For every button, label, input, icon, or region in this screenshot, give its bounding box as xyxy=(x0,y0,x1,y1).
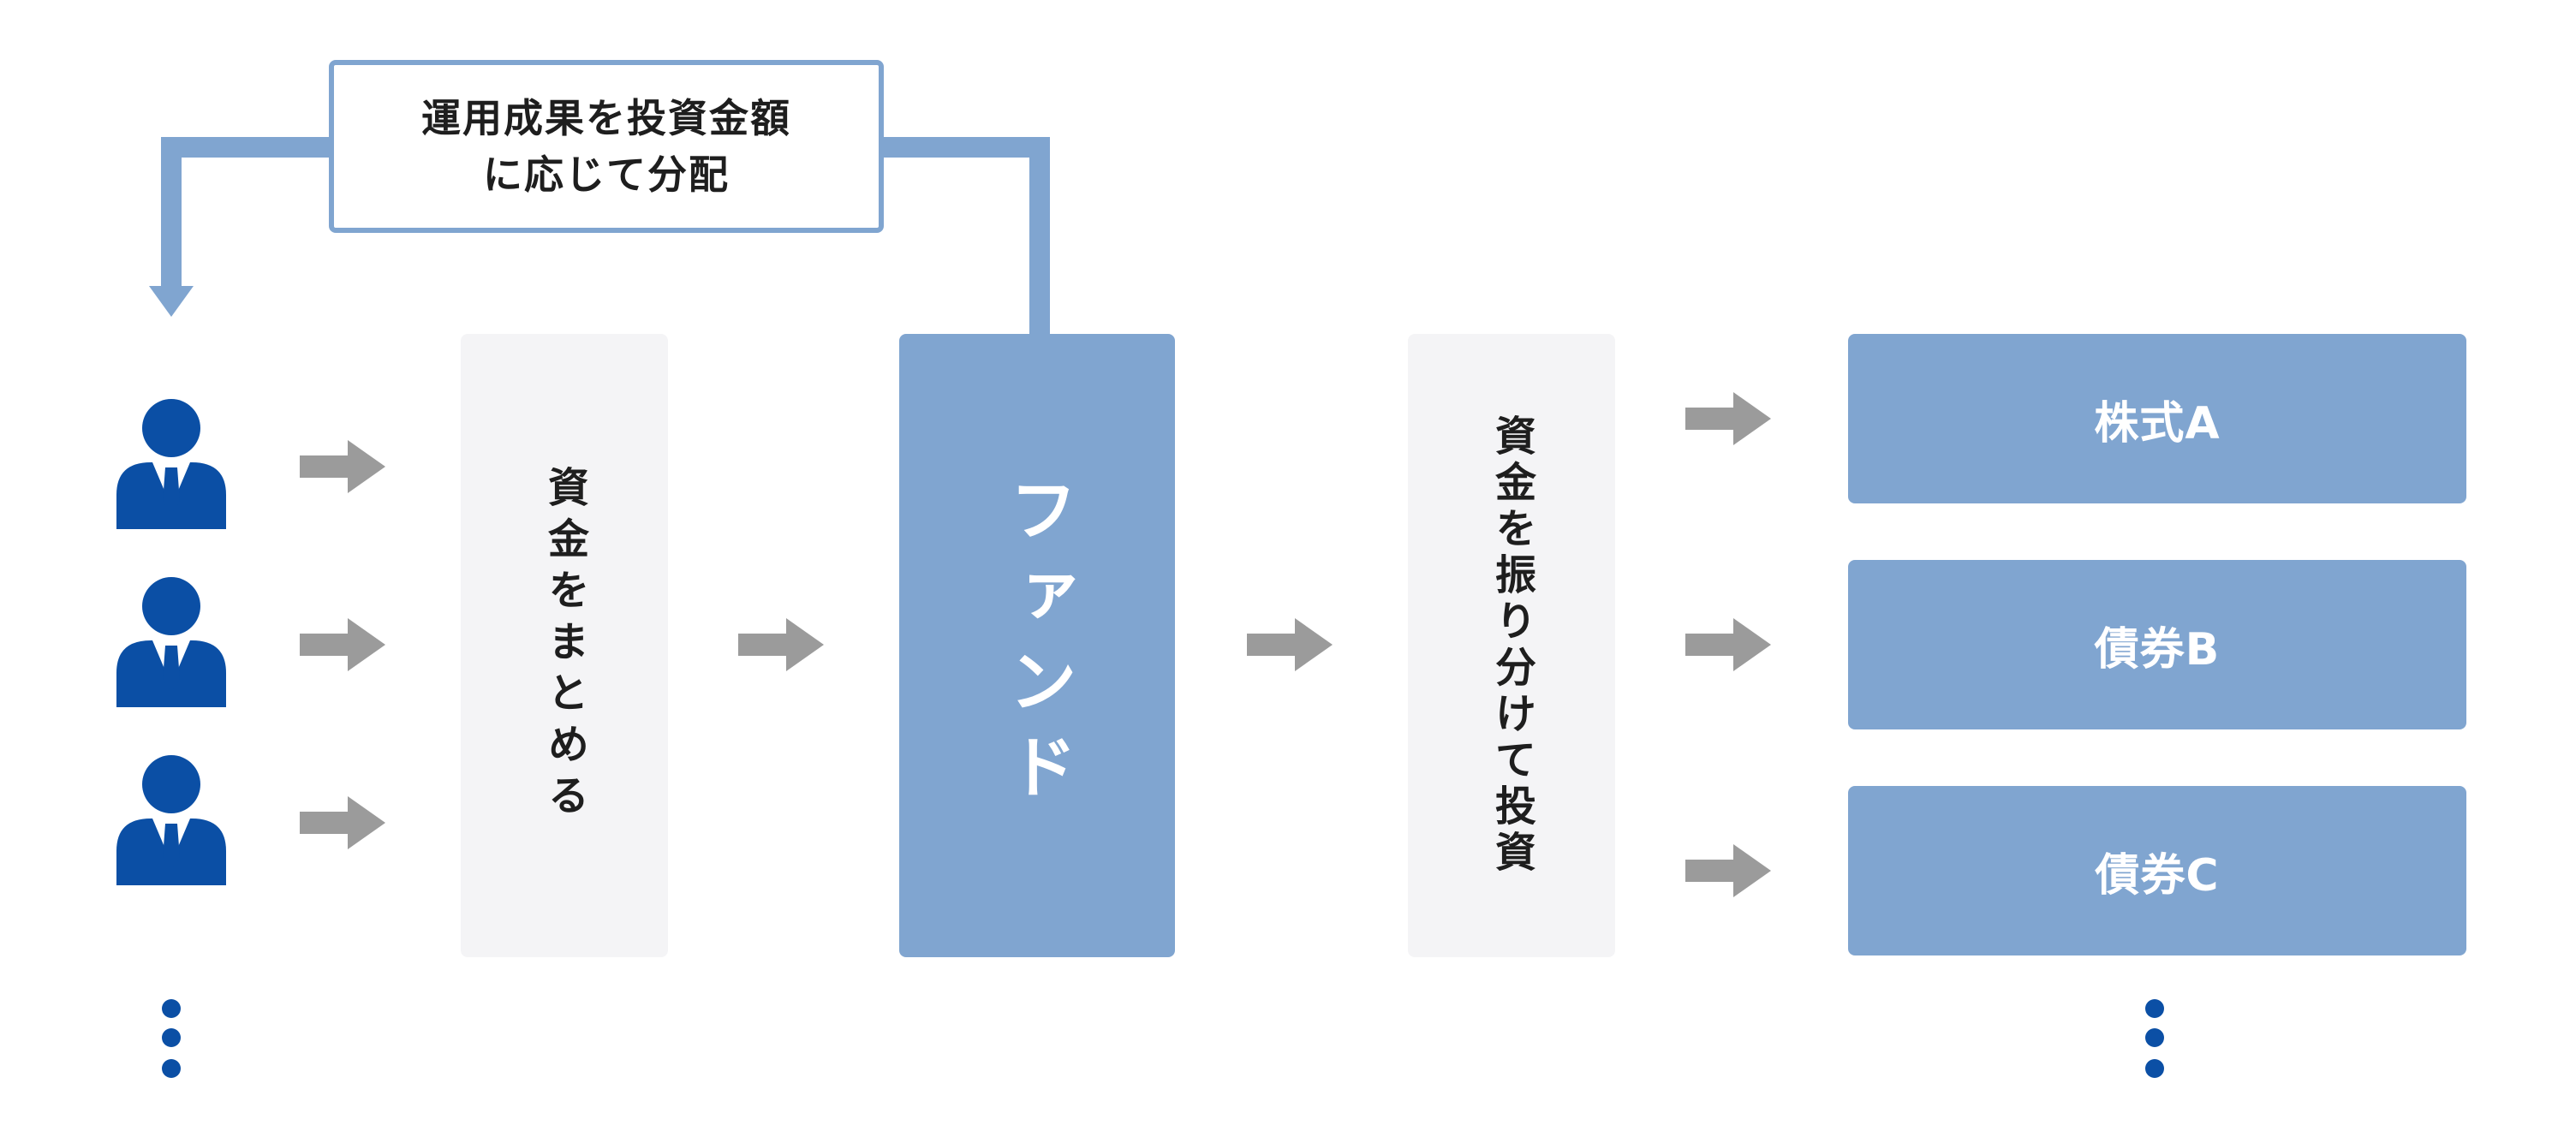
asset-box-2: 債券B xyxy=(1848,560,2466,729)
fund-label: ファンド xyxy=(998,474,1077,817)
arrow-investor-1 xyxy=(300,440,385,493)
feedback-line-1: 運用成果を投資金額 xyxy=(421,95,791,141)
feedback-connector-left xyxy=(161,137,329,291)
fund-panel: ファンド xyxy=(899,334,1175,957)
distribute-label: 資金を振り分けて投資 xyxy=(1488,414,1535,877)
feedback-box: 運用成果を投資金額 に応じて分配 xyxy=(329,60,884,233)
asset-box-1: 株式A xyxy=(1848,334,2466,503)
feedback-arrowhead xyxy=(149,286,194,317)
asset-label-2: 債券B xyxy=(2094,623,2221,676)
feedback-connector-right xyxy=(884,137,1050,336)
investors-more-icon xyxy=(162,999,181,1078)
arrow-fund-to-distribute xyxy=(1247,618,1333,671)
arrow-investor-2 xyxy=(300,618,385,671)
gather-label: 資金をまとめる xyxy=(540,466,588,825)
asset-label-1: 株式A xyxy=(2094,397,2221,449)
arrow-to-asset-3 xyxy=(1685,844,1771,897)
gather-panel: 資金をまとめる xyxy=(461,334,668,957)
arrow-to-asset-1 xyxy=(1685,392,1771,445)
assets-more-icon xyxy=(2145,999,2164,1078)
asset-box-3: 債券C xyxy=(1848,786,2466,955)
investor-2-icon xyxy=(116,577,226,707)
investor-3-icon xyxy=(116,755,226,885)
arrow-to-asset-2 xyxy=(1685,618,1771,671)
distribute-panel: 資金を振り分けて投資 xyxy=(1408,334,1615,957)
arrow-investor-3 xyxy=(300,796,385,849)
asset-label-3: 債券C xyxy=(2095,849,2220,902)
arrow-gather-to-fund xyxy=(738,618,824,671)
investor-1-icon xyxy=(116,399,226,529)
feedback-line-2: に応じて分配 xyxy=(483,152,730,198)
